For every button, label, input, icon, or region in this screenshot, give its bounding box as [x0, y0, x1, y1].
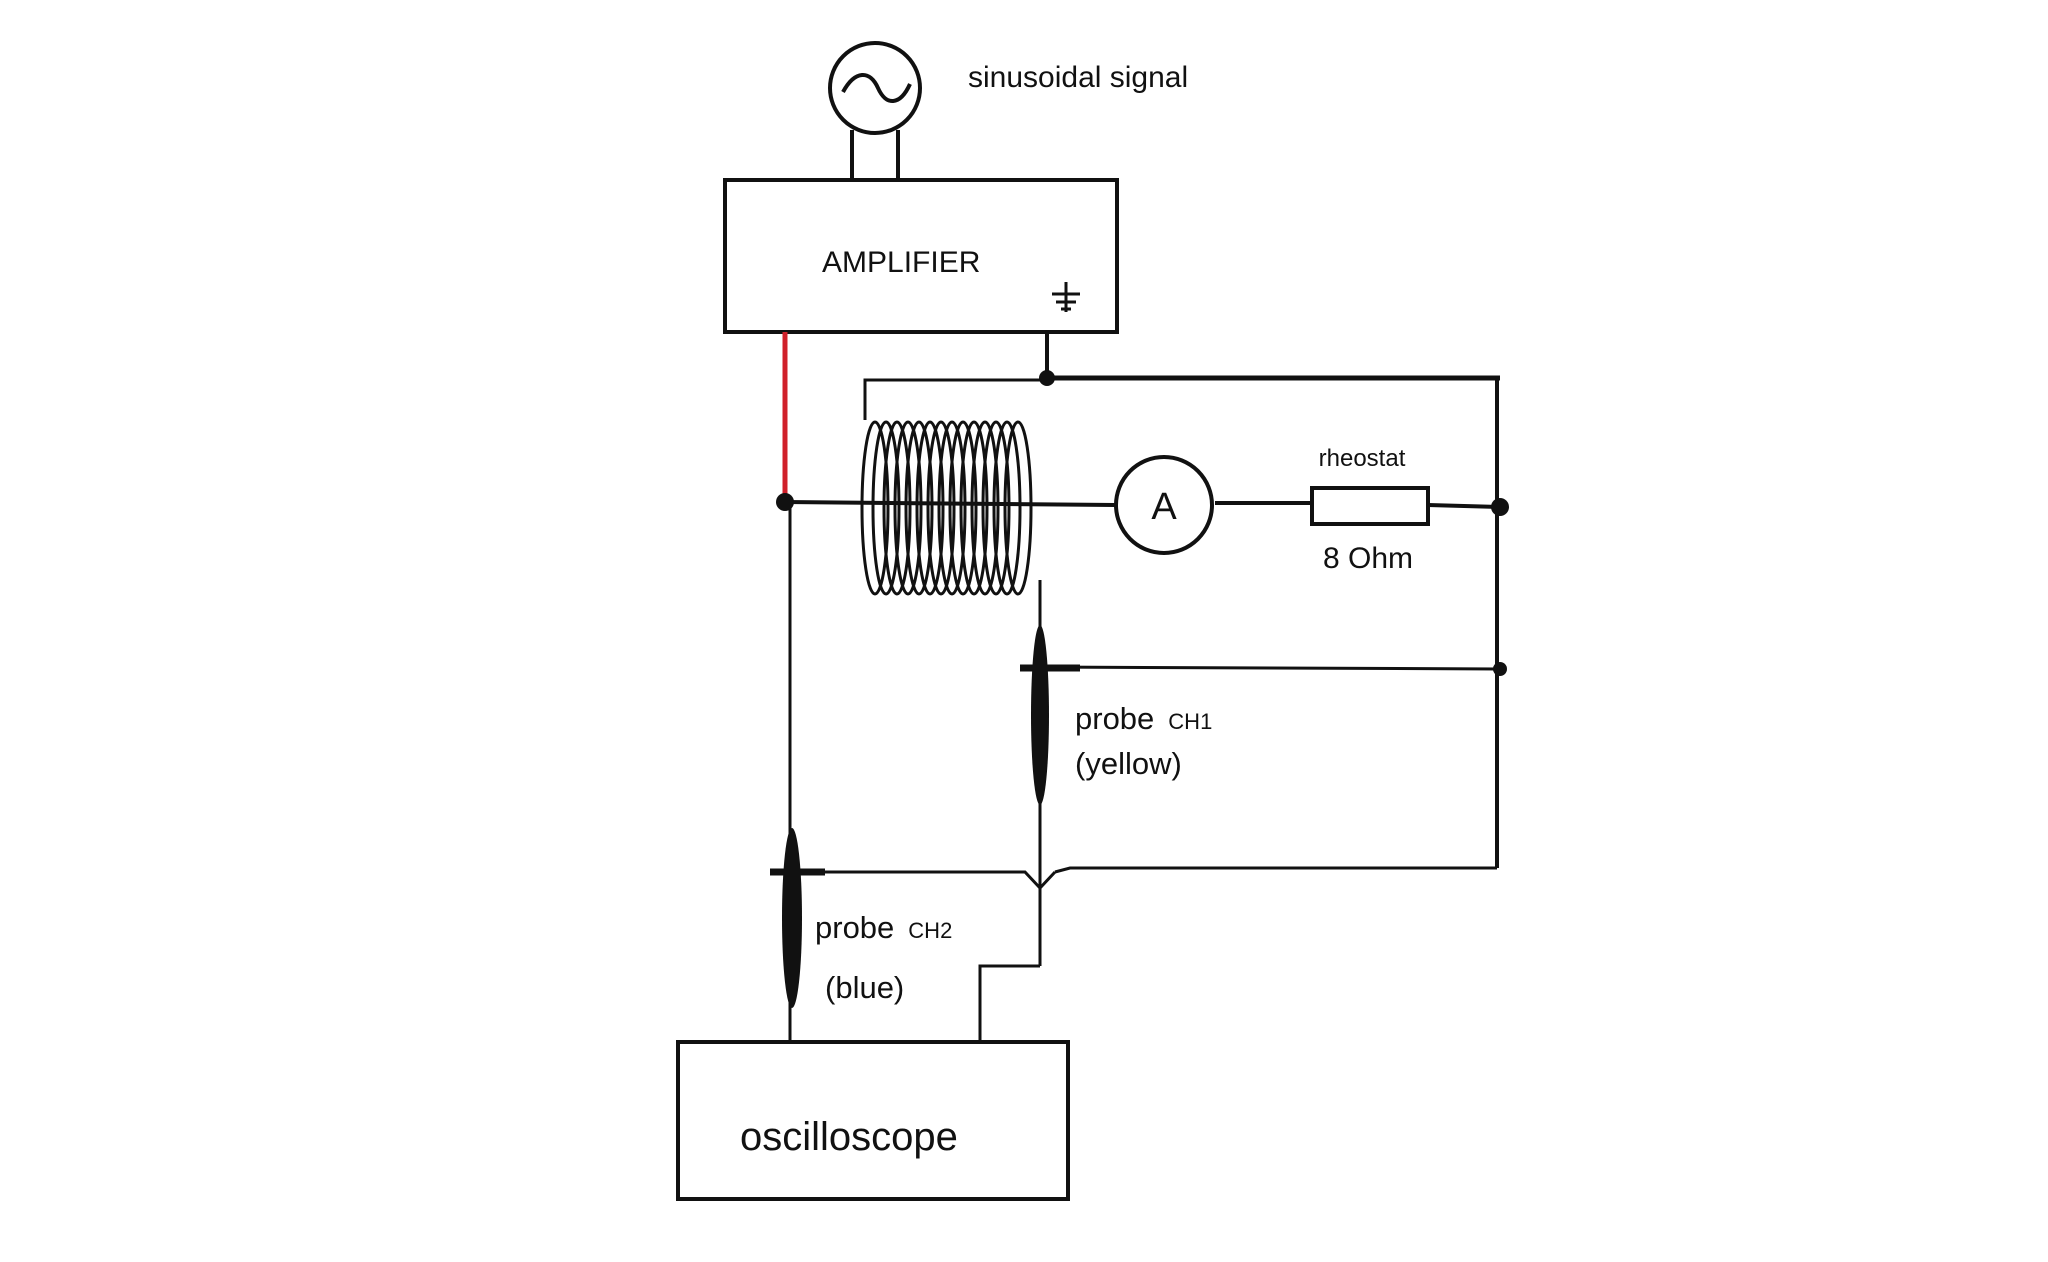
coil-tail-wire	[978, 580, 1042, 1042]
resistance-label: 8 Ohm	[1323, 542, 1413, 575]
ammeter-label: A	[1151, 486, 1177, 528]
junction-top	[1039, 370, 1055, 386]
coil-loop	[948, 420, 978, 596]
probe-icon	[1020, 625, 1080, 805]
coil-icon	[860, 420, 1033, 596]
coil-loop	[915, 420, 945, 596]
probe-ch1-ground-lead	[1039, 665, 1501, 671]
probe-ch1-color: (yellow)	[1075, 746, 1182, 781]
ammeter-icon	[1114, 455, 1214, 555]
coil-loop	[970, 420, 1000, 596]
coil-loop	[871, 420, 901, 596]
resistor-icon	[1310, 486, 1430, 526]
coil-loop	[882, 420, 912, 596]
junction-right	[1491, 498, 1509, 516]
amplifier-box	[723, 178, 1119, 334]
coil-loop	[981, 420, 1011, 596]
ground-wire	[863, 332, 1500, 868]
coil-loop	[992, 420, 1022, 596]
amplifier-label: AMPLIFIER	[822, 246, 980, 279]
junction-ch1-ground	[1493, 662, 1507, 676]
coil-loop	[937, 420, 967, 596]
coil-loop	[959, 420, 989, 596]
probe-ch2-ground-lead	[790, 866, 1497, 891]
sine-source-icon	[828, 41, 922, 180]
oscilloscope-box	[676, 1040, 1070, 1201]
coil-loop	[904, 420, 934, 596]
coil-loop	[1003, 420, 1033, 596]
coil-loop	[926, 420, 956, 596]
probe-ch2-color: (blue)	[825, 970, 904, 1005]
oscilloscope-label: oscilloscope	[740, 1115, 958, 1159]
coil-loop	[893, 420, 923, 596]
probe-icon	[770, 828, 825, 1008]
ground-symbol-icon	[1052, 282, 1080, 312]
signal-label: sinusoidal signal	[968, 61, 1188, 94]
coil-loop	[860, 420, 890, 596]
rheostat-label: rheostat	[1319, 445, 1406, 472]
